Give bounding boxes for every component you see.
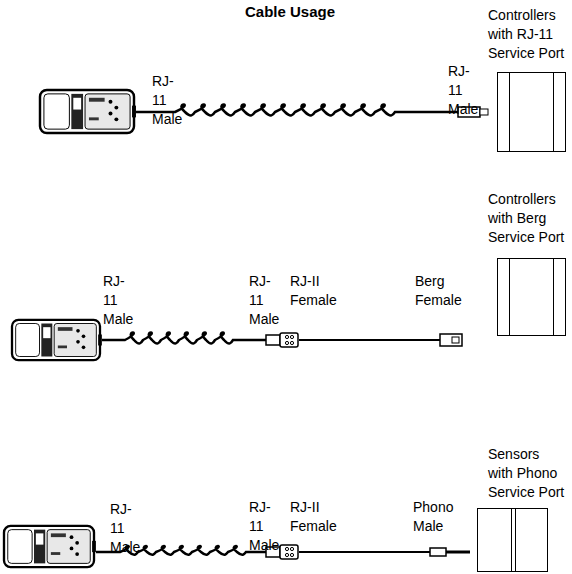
- berg-socket: [452, 337, 459, 343]
- connector-label: Berg Female: [415, 272, 462, 310]
- cable: [299, 339, 440, 341]
- service-port-housing: [497, 72, 566, 152]
- housing-edge-line: [509, 259, 510, 335]
- connector-label: RJ-II Female: [290, 272, 337, 310]
- device-label: Controllers with Berg Service Port: [488, 190, 568, 247]
- connector-label: Phono Male: [413, 498, 453, 536]
- service-port-housing: [497, 258, 566, 336]
- handheld-meter: [4, 526, 96, 567]
- housing-edge-line: [553, 259, 554, 335]
- service-port-housing: [477, 508, 548, 572]
- connector-label: RJ-11 Male: [110, 500, 140, 557]
- housing-edge-line: [553, 73, 554, 151]
- housing-edge-line: [509, 73, 510, 151]
- rj11-plug-tip: [480, 109, 488, 115]
- device-box: Controllers with Berg Service Port: [488, 190, 568, 247]
- device-label: Controllers with RJ-11 Service Port: [488, 6, 568, 63]
- handheld-meter: [12, 320, 102, 360]
- connector-label: RJ-11 Male: [448, 62, 478, 119]
- device-label: Sensors with Phono Service Port: [488, 445, 568, 502]
- connector-label: RJ-11 Male: [152, 72, 182, 129]
- connector-label: RJ-II Female: [290, 498, 337, 536]
- connector-label: RJ-11 Male: [249, 498, 279, 555]
- device-box: Sensors with Phono Service Port: [488, 445, 568, 502]
- phono-plug-body: [430, 548, 446, 556]
- connector-label: RJ-11 Male: [249, 272, 279, 329]
- device-box: Controllers with RJ-11 Service Port: [488, 6, 568, 63]
- phono-plug-tip: [446, 551, 470, 554]
- berg-connector: [440, 334, 462, 346]
- cable: [299, 551, 430, 553]
- housing-center-line: [511, 509, 512, 571]
- rj11-coupler: [280, 545, 298, 559]
- diagram-title: Cable Usage: [245, 2, 335, 21]
- coiled-cable: [102, 333, 266, 344]
- handheld-meter: [40, 90, 136, 133]
- rj11-plug: [266, 335, 280, 345]
- housing-center-line: [515, 509, 516, 571]
- coiled-cable: [136, 105, 458, 116]
- connector-label: RJ-11 Male: [103, 272, 133, 329]
- rj11-coupler: [280, 333, 298, 347]
